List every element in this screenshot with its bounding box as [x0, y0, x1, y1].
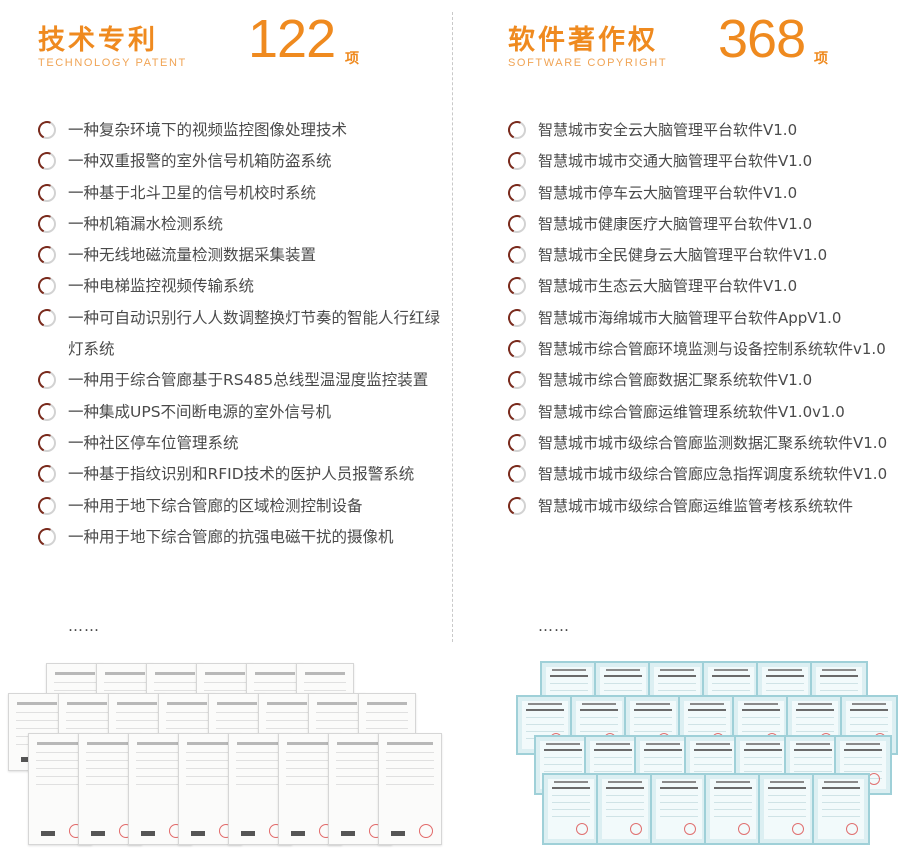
list-item: 智慧城市城市交通大脑管理平台软件V1.0 [508, 146, 900, 177]
patent-title: 技术专利 [38, 25, 158, 56]
list-item: 智慧城市综合管廊数据汇聚系统软件V1.0 [508, 365, 900, 396]
ring-bullet-icon [38, 402, 56, 421]
ring-bullet-icon [38, 308, 56, 327]
software-count-unit: 项 [814, 51, 828, 67]
ring-bullet-icon [508, 214, 526, 233]
ring-bullet-icon [38, 527, 56, 546]
list-item: 一种可自动识别行人人数调整换灯节奏的智能人行红绿灯系统 [38, 303, 448, 366]
ring-bullet-icon [38, 465, 56, 484]
ring-bullet-icon [508, 183, 526, 202]
ring-bullet-icon [508, 308, 526, 327]
ring-bullet-icon [508, 340, 526, 359]
patent-count-unit: 项 [345, 51, 359, 67]
list-item: 一种无线地磁流量检测数据采集装置 [38, 240, 448, 271]
list-item: 一种社区停车位管理系统 [38, 428, 448, 459]
software-column: 软件著作权 SOFTWARE COPYRIGHT 368 项 智慧城市安全云大脑… [508, 0, 900, 635]
list-item: 智慧城市停车云大脑管理平台软件V1.0 [508, 178, 900, 209]
ring-bullet-icon [508, 465, 526, 484]
ring-bullet-icon [38, 246, 56, 265]
list-item: 一种双重报警的室外信号机箱防盗系统 [38, 146, 448, 177]
ring-bullet-icon [508, 371, 526, 390]
list-item: 智慧城市海绵城市大脑管理平台软件AppV1.0 [508, 303, 900, 334]
software-certificate [542, 773, 600, 845]
software-title: 软件著作权 [508, 25, 658, 56]
list-item: 一种集成UPS不间断电源的室外信号机 [38, 397, 448, 428]
ring-bullet-icon [508, 433, 526, 452]
ring-bullet-icon [38, 277, 56, 296]
column-divider [452, 12, 453, 642]
ring-bullet-icon [38, 183, 56, 202]
list-item: 一种用于地下综合管廊的抗强电磁干扰的摄像机 [38, 522, 448, 553]
patent-list: 一种复杂环境下的视频监控图像处理技术 一种双重报警的室外信号机箱防盗系统 一种基… [38, 115, 448, 553]
patent-subtitle: TECHNOLOGY PATENT [38, 57, 187, 69]
ring-bullet-icon [38, 152, 56, 171]
patent-column: 技术专利 TECHNOLOGY PATENT 122 项 一种复杂环境下的视频监… [38, 0, 448, 635]
list-item: 一种机箱漏水检测系统 [38, 209, 448, 240]
ring-bullet-icon [38, 371, 56, 390]
list-item: 一种基于北斗卫星的信号机校时系统 [38, 178, 448, 209]
list-item: 智慧城市健康医疗大脑管理平台软件V1.0 [508, 209, 900, 240]
ring-bullet-icon [508, 496, 526, 515]
ring-bullet-icon [38, 214, 56, 233]
software-count: 368 [718, 9, 806, 69]
software-header: 软件著作权 SOFTWARE COPYRIGHT 368 项 [508, 0, 900, 100]
list-item: 一种用于综合管廊基于RS485总线型温湿度监控装置 [38, 365, 448, 396]
ring-bullet-icon [508, 246, 526, 265]
software-certificates-image [514, 655, 898, 855]
list-item: 智慧城市综合管廊环境监测与设备控制系统软件v1.0 [508, 334, 900, 365]
list-item: 智慧城市综合管廊运维管理系统软件V1.0v1.0 [508, 397, 900, 428]
ring-bullet-icon [508, 121, 526, 139]
software-certificate [596, 773, 654, 845]
ring-bullet-icon [38, 433, 56, 452]
list-item: 智慧城市城市级综合管廊监测数据汇聚系统软件V1.0 [508, 428, 900, 459]
software-more-ellipsis: …… [538, 617, 570, 635]
list-item: 一种复杂环境下的视频监控图像处理技术 [38, 115, 448, 146]
patent-certificates-image [6, 655, 442, 855]
patent-count: 122 [248, 9, 336, 69]
patent-header: 技术专利 TECHNOLOGY PATENT 122 项 [38, 0, 448, 100]
list-item: 一种电梯监控视频传输系统 [38, 271, 448, 302]
list-item: 一种基于指纹识别和RFID技术的医护人员报警系统 [38, 459, 448, 490]
patent-certificate [378, 733, 442, 845]
ring-bullet-icon [508, 277, 526, 296]
ring-bullet-icon [38, 496, 56, 515]
list-item: 智慧城市安全云大脑管理平台软件V1.0 [508, 115, 900, 146]
patent-more-ellipsis: …… [68, 617, 100, 635]
software-list: 智慧城市安全云大脑管理平台软件V1.0 智慧城市城市交通大脑管理平台软件V1.0… [508, 115, 900, 522]
list-item: 智慧城市城市级综合管廊运维监管考核系统软件 [508, 491, 900, 522]
software-certificate [812, 773, 870, 845]
software-certificate [704, 773, 762, 845]
software-subtitle: SOFTWARE COPYRIGHT [508, 57, 668, 69]
list-item: 智慧城市生态云大脑管理平台软件V1.0 [508, 271, 900, 302]
list-item: 一种用于地下综合管廊的区域检测控制设备 [38, 491, 448, 522]
software-certificate [758, 773, 816, 845]
ring-bullet-icon [38, 121, 56, 139]
ring-bullet-icon [508, 402, 526, 421]
software-certificate [650, 773, 708, 845]
list-item: 智慧城市城市级综合管廊应急指挥调度系统软件V1.0 [508, 459, 900, 490]
ring-bullet-icon [508, 152, 526, 171]
list-item: 智慧城市全民健身云大脑管理平台软件V1.0 [508, 240, 900, 271]
